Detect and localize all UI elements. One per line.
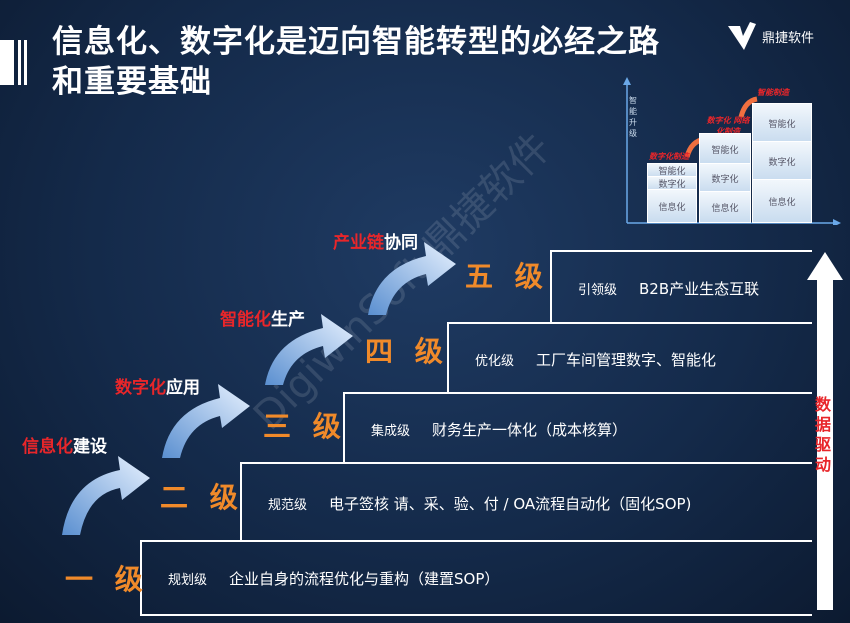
step-2: 规范级 电子签核 请、采、验、付 / OA流程自动化（固化SOP) bbox=[240, 462, 812, 542]
inset-cell: 信息化 bbox=[699, 191, 751, 223]
step-4: 优化级 工厂车间管理数字、智能化 bbox=[447, 322, 812, 394]
stage-label: 数字化应用 bbox=[115, 373, 200, 398]
step-level: 规划级 bbox=[168, 572, 208, 588]
step-1: 规划级 企业自身的流程优化与重构（建置SOP） bbox=[140, 540, 812, 616]
title-line-1: 信息化、数字化是迈向智能转型的必经之路 bbox=[52, 24, 660, 60]
step-level: 规范级 bbox=[268, 497, 308, 513]
logo: 鼎捷软件 bbox=[728, 22, 814, 50]
step-level: 优化级 bbox=[475, 353, 515, 369]
title-bar-decoration bbox=[24, 40, 27, 85]
stage-text: 生产 bbox=[271, 310, 305, 330]
inset-cell: 信息化 bbox=[752, 179, 812, 223]
inset-col2-tag: 数字化 网络化制造 bbox=[706, 116, 750, 136]
inset-cell: 数字化 bbox=[699, 163, 751, 193]
curved-arrow-icon bbox=[368, 242, 456, 315]
title-bar-decoration bbox=[0, 40, 14, 85]
stage-highlight: 产业链 bbox=[333, 233, 384, 253]
curved-arrow-icon bbox=[62, 456, 150, 535]
stage-label: 智能化生产 bbox=[220, 305, 305, 330]
step-3: 集成级 财务生产一体化（成本核算） bbox=[343, 392, 812, 464]
stage-highlight: 数字化 bbox=[115, 378, 166, 398]
level-label: 四 级 bbox=[365, 335, 449, 368]
level-label: 五 级 bbox=[465, 260, 549, 293]
title-bar-decoration bbox=[18, 40, 21, 85]
level-label: 二 级 bbox=[160, 481, 244, 514]
inset-cell: 数字化 bbox=[752, 141, 812, 181]
step-level: 集成级 bbox=[371, 423, 411, 439]
step-description: 财务生产一体化（成本核算） bbox=[432, 420, 628, 439]
up-arrow-icon bbox=[807, 252, 843, 610]
logo-text: 鼎捷软件 bbox=[762, 30, 815, 46]
data-driven-label: 数据驱动 bbox=[815, 395, 832, 474]
slide-title: 信息化、数字化是迈向智能转型的必经之路 和重要基础 bbox=[52, 22, 660, 102]
level-label: 三 级 bbox=[263, 410, 347, 443]
step-5: 引领级 B2B产业生态互联 bbox=[550, 250, 812, 324]
curved-arrow-icon bbox=[162, 384, 250, 458]
step-description: 工厂车间管理数字、智能化 bbox=[536, 350, 717, 369]
inset-cell: 智能化 bbox=[752, 103, 812, 143]
step-description: B2B产业生态互联 bbox=[639, 279, 760, 298]
step-description: 企业自身的流程优化与重构（建置SOP） bbox=[229, 569, 500, 588]
stage-highlight: 智能化 bbox=[220, 310, 271, 330]
inset-y-axis-label: 智能升级 bbox=[629, 96, 637, 138]
inset-diagram: 智能升级 数字化制造 智能化 数字化 信息化 数字化 网络化制造 智能化 数字化… bbox=[605, 75, 845, 225]
stage-text: 建设 bbox=[73, 437, 107, 457]
stage-label: 产业链协同 bbox=[333, 228, 418, 253]
stage-text: 协同 bbox=[384, 233, 418, 253]
inset-cell: 智能化 bbox=[699, 133, 751, 165]
inset-col3-tag: 智能制造 bbox=[757, 88, 789, 97]
title-line-2: 和重要基础 bbox=[52, 64, 212, 100]
stage-label: 信息化建设 bbox=[22, 432, 107, 457]
stage-text: 应用 bbox=[166, 378, 200, 398]
inset-col1-tag: 数字化制造 bbox=[649, 152, 689, 161]
stage-highlight: 信息化 bbox=[22, 437, 73, 457]
inset-cell: 信息化 bbox=[647, 189, 697, 223]
step-level: 引领级 bbox=[578, 282, 618, 298]
level-label: 一 级 bbox=[65, 563, 149, 596]
step-description: 电子签核 请、采、验、付 / OA流程自动化（固化SOP) bbox=[329, 494, 692, 513]
logo-icon bbox=[728, 22, 756, 50]
curved-arrow-icon bbox=[265, 314, 353, 385]
